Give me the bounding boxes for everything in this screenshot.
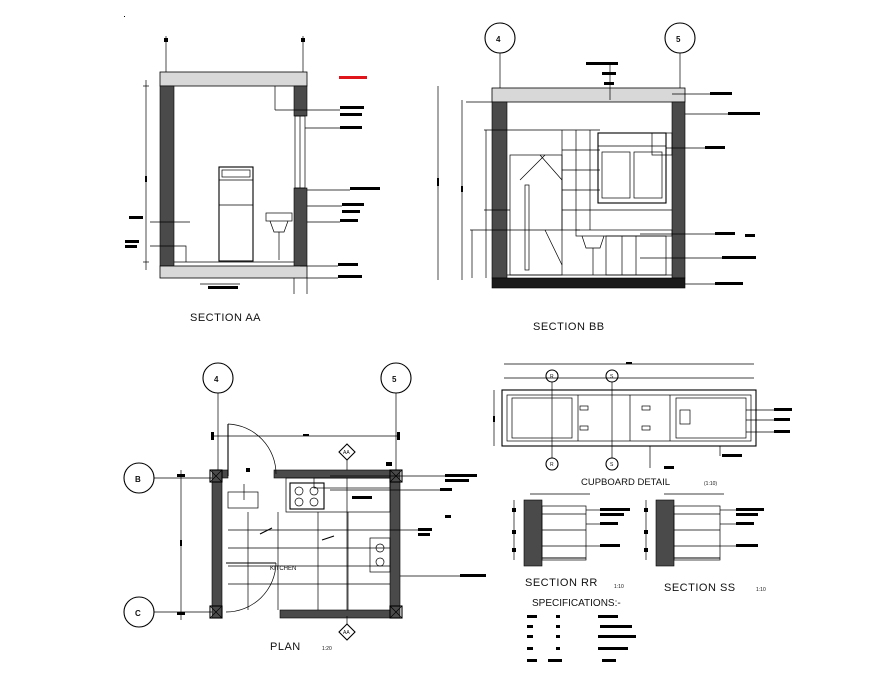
section-rr-scale: 1:10 [614, 584, 624, 590]
plan-scale: 1:20 [322, 646, 332, 652]
cupboard-marker-s-top: S [610, 374, 614, 380]
cupboard-marker-r-top: R [550, 374, 554, 380]
plan-view: 4 5 B C [123, 362, 486, 653]
section-marker-aa-top: AA [343, 450, 350, 456]
section-ss-scale: 1:10 [756, 587, 766, 593]
section-rr-title: SECTION RR [525, 577, 598, 589]
section-ss-title: SECTION SS [664, 582, 736, 594]
section-aa: SECTION AA [125, 36, 380, 324]
plan-room-label: KITCHEN [270, 566, 296, 572]
cupboard-detail-title: CUPBOARD DETAIL [581, 477, 670, 488]
section-bb: 4 5 [437, 22, 760, 333]
grid-bubble-5: 5 [676, 35, 681, 44]
plan-grid-bubble-5: 5 [392, 375, 397, 384]
cupboard-marker-s-bottom: S [610, 462, 614, 468]
specifications: SPECIFICATIONS:- [527, 598, 636, 662]
plan-title: PLAN [270, 641, 301, 653]
cupboard-detail-scale: (1:10) [704, 481, 717, 487]
grid-bubble-4: 4 [496, 35, 501, 44]
section-rr: SECTION RR 1:10 [512, 493, 630, 590]
section-marker-aa-bottom: AA [343, 630, 350, 636]
plan-grid-bubble-4: 4 [214, 375, 219, 384]
section-bb-title: SECTION BB [533, 321, 605, 333]
specifications-title: SPECIFICATIONS:- [532, 598, 621, 609]
wall-tiles [561, 130, 672, 230]
specification-lines [527, 615, 636, 662]
plan-grid-bubble-b: B [135, 475, 141, 484]
plan-grid-bubble-c: C [135, 609, 141, 618]
section-aa-title: SECTION AA [190, 312, 261, 324]
section-ss: SECTION SS 1:10 [644, 493, 766, 594]
plan-floor-tiles [228, 512, 390, 610]
cupboard-detail: R S R S CUPBOA [493, 362, 792, 488]
cupboard-marker-r-bottom: R [550, 462, 554, 468]
